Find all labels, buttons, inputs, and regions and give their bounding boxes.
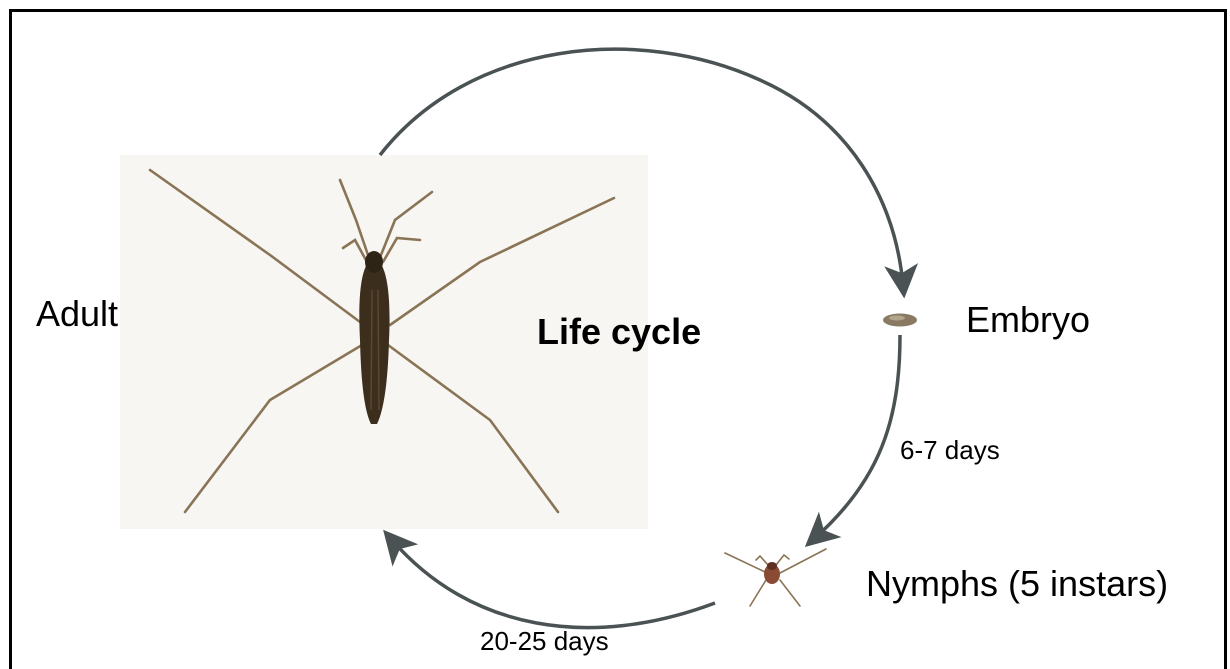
stage-label-nymph: Nymphs (5 instars) — [866, 566, 1168, 602]
arrow-embryo-to-nymph — [815, 335, 900, 538]
egg-icon — [883, 314, 917, 327]
stage-label-embryo: Embryo — [966, 302, 1090, 338]
duration-embryo-to-nymph: 6-7 days — [900, 437, 1000, 463]
nymph-insect-icon — [725, 549, 826, 606]
arrow-nymph-to-adult — [392, 540, 715, 628]
diagram-title: Life cycle — [537, 314, 701, 350]
stage-label-adult: Adult — [36, 296, 118, 332]
duration-nymph-to-adult: 20-25 days — [480, 628, 609, 654]
